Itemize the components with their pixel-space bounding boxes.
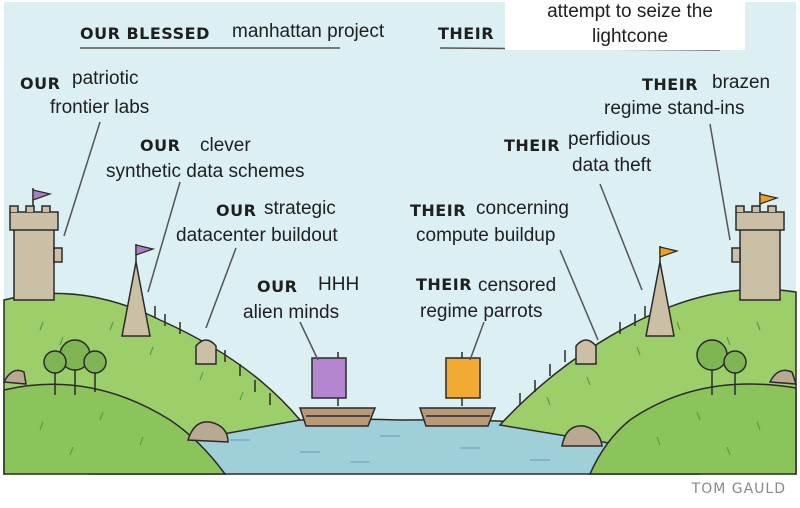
left-label-2-line2: synthetic data schemes (106, 161, 305, 182)
right-label-3-prefix: THEIR (410, 201, 467, 220)
water-ripples (230, 435, 550, 463)
left-label-4-line2: alien minds (243, 302, 340, 323)
pointer-lines (63, 121, 731, 361)
left-rock (187, 421, 229, 443)
left-trees (43, 339, 107, 395)
left-label-2-line1: clever (200, 135, 251, 156)
left-big-tower (9, 188, 63, 301)
right-label-1-prefix: THEIR (642, 75, 699, 94)
left-label-4-prefix: OUR (257, 277, 298, 296)
right-label-2-line1: perfidious (568, 129, 651, 150)
left-label-2-prefix: OUR (140, 136, 181, 155)
left-big-flag (32, 189, 53, 201)
left-label-3-line2: datacenter buildout (176, 225, 338, 246)
right-big-tower (731, 192, 785, 301)
grass-tufts (39, 321, 761, 456)
right-label-2-prefix: THEIR (504, 136, 561, 155)
right-rock (561, 425, 603, 447)
left-label-1-line2: frontier labs (50, 97, 150, 118)
title-theirs: THEIR (438, 24, 495, 43)
right-label-4-prefix: THEIR (416, 275, 473, 294)
left-edge-rock (2, 369, 27, 385)
left-label-4-line1: HHH (318, 274, 360, 295)
right-trees (696, 339, 747, 395)
left-label-3-line1: strategic (264, 198, 336, 219)
right-label-1-line1: brazen (712, 72, 771, 93)
title-ours: OUR BLESSED (80, 24, 210, 43)
left-spire-flag (135, 244, 156, 256)
right-label-4-line1: censored (478, 275, 557, 296)
right-label-2-line2: data theft (572, 155, 652, 176)
fence-posts (154, 306, 646, 405)
right-label-4-line2: regime parrots (420, 301, 543, 322)
left-ship (298, 352, 377, 427)
right-hut (575, 339, 597, 365)
left-hut (195, 339, 217, 365)
right-label-3-line2: compute buildup (416, 225, 556, 246)
left-hill-front (3, 383, 227, 475)
right-edge-rock (768, 369, 798, 385)
left-label-3-prefix: OUR (216, 201, 257, 220)
artist-credit: TOM GAULD (691, 481, 786, 497)
right-label-1-line2: regime stand-ins (604, 98, 745, 119)
title-theirs-line2: lightcone (591, 26, 669, 47)
right-hill-front (588, 383, 797, 475)
title-box (505, 0, 745, 50)
title-theirs-line1: attempt to seize the (547, 1, 713, 22)
title-middle: manhattan project (232, 21, 385, 42)
right-label-3-line1: concerning (476, 198, 569, 219)
right-spire-flag (659, 246, 680, 258)
right-big-flag (759, 193, 780, 205)
left-label-1-line1: patriotic (72, 68, 139, 89)
left-label-1-prefix: OUR (20, 74, 61, 93)
right-ship (418, 352, 497, 427)
